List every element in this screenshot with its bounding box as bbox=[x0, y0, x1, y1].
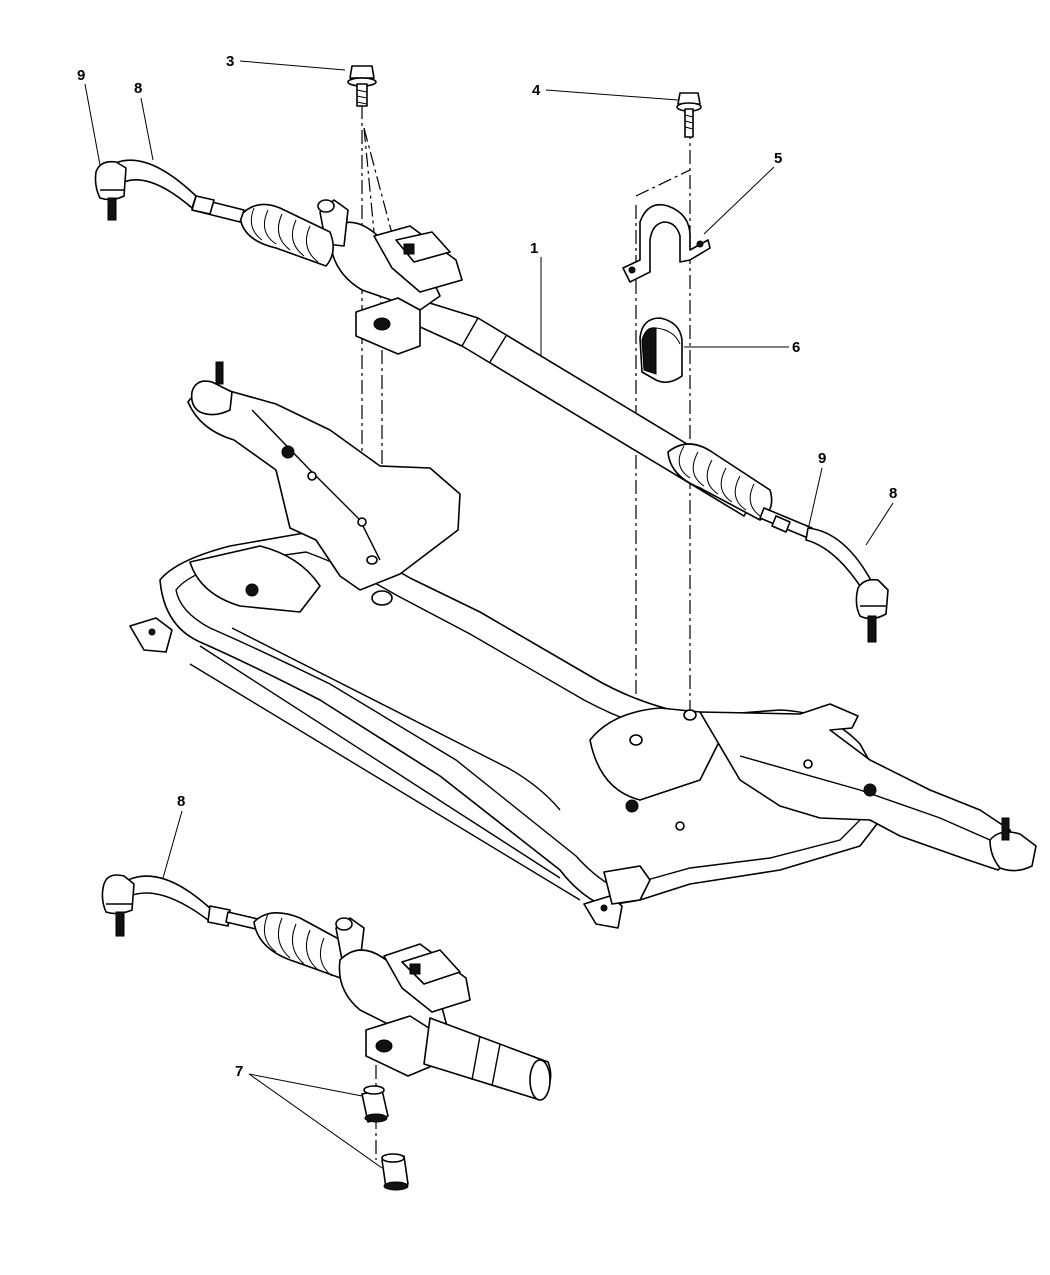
callout-labels: 3 4 5 1 6 9 8 9 8 8 7 bbox=[77, 53, 897, 1080]
grommet-7-upper bbox=[361, 1085, 389, 1123]
bushing-6 bbox=[639, 317, 683, 384]
leader-lines bbox=[84, 60, 894, 1169]
callout-6: 6 bbox=[792, 339, 800, 356]
callout-4: 4 bbox=[532, 82, 541, 99]
callout-7: 7 bbox=[235, 1063, 243, 1080]
bolt-4 bbox=[676, 92, 702, 138]
steering-rack-inset bbox=[101, 874, 552, 1191]
steering-rack-main bbox=[191, 195, 813, 539]
callout-8-bottom: 8 bbox=[177, 793, 185, 810]
grommet-7-lower bbox=[381, 1153, 409, 1191]
tie-rod-end-top-left bbox=[94, 159, 197, 221]
tie-rod-end-right bbox=[805, 527, 889, 643]
bolt-3 bbox=[347, 65, 377, 107]
callout-5: 5 bbox=[774, 150, 782, 167]
callout-8-right: 8 bbox=[889, 485, 897, 502]
callout-9-top-left: 9 bbox=[77, 67, 85, 84]
callout-8-top-left: 8 bbox=[134, 80, 142, 97]
callout-3: 3 bbox=[226, 53, 234, 70]
clamp-5 bbox=[622, 203, 711, 283]
callout-9-right: 9 bbox=[818, 450, 826, 467]
callout-1: 1 bbox=[530, 240, 538, 257]
crossmember bbox=[129, 361, 1037, 929]
